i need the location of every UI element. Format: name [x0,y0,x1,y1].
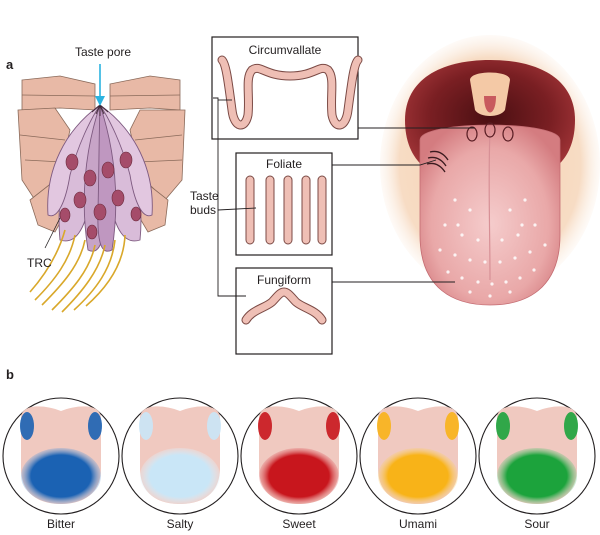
connector-lines [213,97,475,297]
back-right-region [445,412,459,440]
back-left-region [496,412,510,440]
taste-map-label-salty: Salty [166,517,194,531]
tip-region [378,448,458,504]
taste-map-label-sweet: Sweet [282,517,316,531]
circumvallate-papillae [466,122,514,142]
back-right-region [326,412,340,440]
back-right-region [207,412,221,440]
taste-maps [2,397,596,515]
tip-region [140,448,220,504]
taste-map-label-bitter: Bitter [46,517,75,531]
taste-map-label-umami: Umami [399,517,437,531]
taste-map-bitter [2,397,120,515]
tip-region [259,448,339,504]
uvula [484,96,496,113]
taste-pore-arrowhead [95,96,105,106]
cell-nuclei [59,151,142,240]
circumvallate-label: Circumvallate [248,43,322,57]
taste-map-sour [478,397,596,515]
taste-buds-label: Taste buds [190,189,219,217]
tongue-midline [488,129,491,281]
panel-letter-a: a [6,57,14,72]
back-right-region [88,412,102,440]
trc-label: TRC [27,256,52,270]
taste-pore-label: Taste pore [75,45,132,59]
foliate-folds [426,150,449,173]
taste-map-salty [121,397,239,515]
back-left-region [377,412,391,440]
fungiform-papillae [438,198,547,298]
foliate-papilla-drawing [245,175,327,245]
taste-map-sweet [240,397,358,515]
foliate-label: Foliate [265,157,303,171]
tongue [419,124,561,306]
taste-map-umami [359,397,477,515]
back-left-region [20,412,34,440]
fungiform-label: Fungiform [256,273,312,287]
back-left-region [258,412,272,440]
tip-region [497,448,577,504]
tip-region [21,448,101,504]
soft-palate [470,72,510,116]
panel-letter-b: b [6,367,14,382]
back-right-region [564,412,578,440]
taste-map-label-sour: Sour [524,517,550,531]
back-left-region [139,412,153,440]
trc-leader [44,217,61,249]
nerve-fibres [29,229,126,313]
microvilli [91,104,109,116]
